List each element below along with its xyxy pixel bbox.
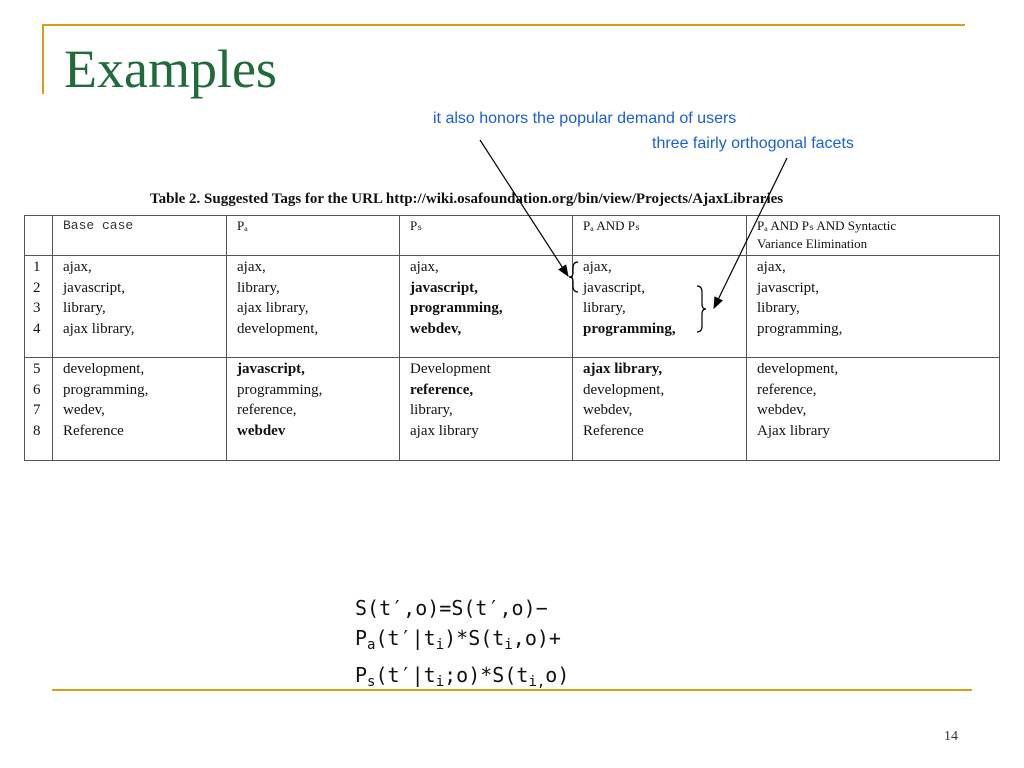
header-number xyxy=(24,215,53,256)
cell-pa-ps-sve: development, reference, webdev, Ajax lib… xyxy=(746,357,1000,461)
formula-line-3: Ps(t′|ti;o)*S(ti,o) xyxy=(355,663,570,690)
cell-pa: javascript, programming, reference, webd… xyxy=(226,357,400,461)
cell-pa-and-ps: ajax, javascript, library, programming, xyxy=(572,255,747,358)
cell-base-case: ajax, javascript, library, ajax library, xyxy=(52,255,227,358)
header-pa-ps-sve: Pₐ AND Pₛ AND Syntactic Variance Elimina… xyxy=(746,215,1000,256)
scoring-formula: S(t′,o)=S(t′,o)− Pa(t′|ti)*S(ti,o)+ Ps(t… xyxy=(355,593,569,697)
header-base-case: Base case xyxy=(52,215,227,256)
row-numbers: 5 6 7 8 xyxy=(24,357,53,461)
cell-ps: Development reference, library, ajax lib… xyxy=(399,357,573,461)
row-numbers: 1 2 3 4 xyxy=(24,255,53,358)
annotation-orthogonal-facets: three fairly orthogonal facets xyxy=(652,135,854,152)
page-number: 14 xyxy=(944,729,958,744)
frame-left-rule xyxy=(42,24,44,94)
slide-title: Examples xyxy=(64,39,277,99)
formula-line-2: Pa(t′|ti)*S(ti,o)+ xyxy=(355,626,561,653)
suggested-tags-table: Base case Pₐ Pₛ Pₐ AND Pₛ Pₐ AND Pₛ AND … xyxy=(24,215,1000,461)
annotation-popular-demand: it also honors the popular demand of use… xyxy=(433,110,737,127)
cell-pa: ajax, library, ajax library, development… xyxy=(226,255,400,358)
table-row: 1 2 3 4 ajax, javascript, library, ajax … xyxy=(24,255,1000,358)
cell-pa-ps-sve: ajax, javascript, library, programming, xyxy=(746,255,1000,358)
header-pa-and-ps: Pₐ AND Pₛ xyxy=(572,215,747,256)
cell-base-case: development, programming, wedev, Referen… xyxy=(52,357,227,461)
header-pa: Pₐ xyxy=(226,215,400,256)
formula-line-1: S(t′,o)=S(t′,o)− xyxy=(355,596,548,620)
table-row: 5 6 7 8 development, programming, wedev,… xyxy=(24,357,1000,461)
header-ps: Pₛ xyxy=(399,215,573,256)
table-header-row: Base case Pₐ Pₛ Pₐ AND Pₛ Pₐ AND Pₛ AND … xyxy=(24,215,1000,256)
table-caption: Table 2. Suggested Tags for the URL http… xyxy=(150,191,784,207)
cell-ps: ajax, javascript, programming, webdev, xyxy=(399,255,573,358)
frame-bottom-rule xyxy=(52,689,972,691)
cell-pa-and-ps: ajax library, development, webdev, Refer… xyxy=(572,357,747,461)
frame-top-rule xyxy=(42,24,965,26)
